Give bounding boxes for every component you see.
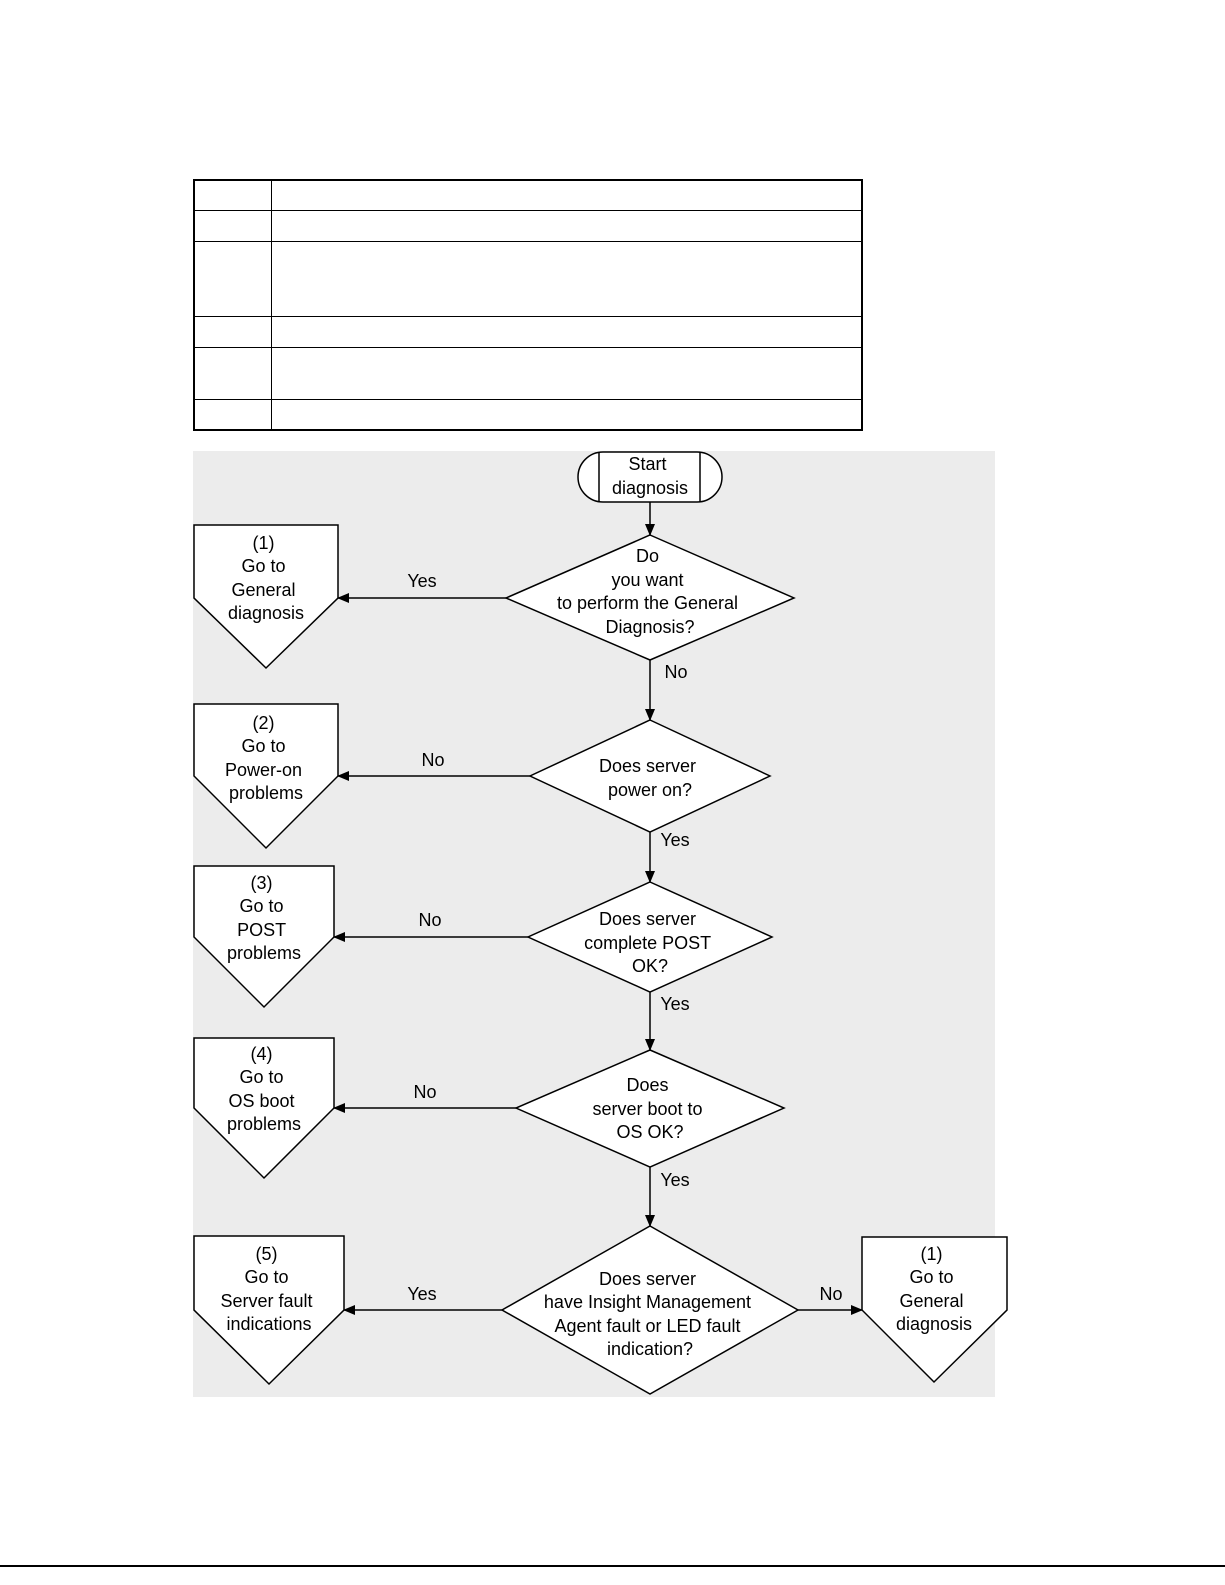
- decision-general-diagnosis: Do you want to perform the General Diagn…: [504, 534, 796, 661]
- table-cell: [193, 209, 272, 242]
- start-terminator: Start diagnosis: [577, 451, 723, 503]
- connector-general-diagnosis: (1) Go to General diagnosis: [193, 524, 339, 670]
- connector-general-diagnosis-right: (1) Go to General diagnosis: [861, 1236, 1008, 1384]
- table-cell: [193, 315, 272, 348]
- svg-text:Does server have Insight: Does server have Insight Management Agen…: [544, 1269, 756, 1359]
- svg-text:Do you want to per: Do you want to perform the General Diagn…: [557, 546, 743, 637]
- start-label: Start diagnosis: [612, 454, 688, 498]
- connector-os-boot-problems: (4) Go to OS boot problems: [193, 1037, 335, 1180]
- edge-label-no: No: [819, 1284, 842, 1304]
- table-cell: [193, 398, 272, 431]
- svg-text:Does server boot to: Does server boot to OS OK?: [592, 1075, 707, 1142]
- svg-text:Does server complete POS: Does server complete POST OK?: [584, 909, 716, 976]
- table-row: [193, 398, 863, 431]
- svg-text:(1) Go to General: (1) Go to General diagnosis: [228, 533, 304, 623]
- table-cell: [271, 398, 863, 431]
- connector-post-problems: (3) Go to POST problems: [193, 865, 335, 1009]
- table-row: [193, 240, 863, 317]
- decision-fault-indication: Does server have Insight Management Agen…: [500, 1225, 800, 1395]
- connector-server-fault-indications: (5) Go to Server fault indications: [193, 1235, 345, 1386]
- edge-label-yes: Yes: [407, 1284, 436, 1304]
- table-cell: [193, 346, 272, 400]
- edge-label-yes: Yes: [407, 571, 436, 591]
- table-row: [193, 179, 863, 211]
- edge-label-yes: Yes: [660, 1170, 689, 1190]
- table-cell: [271, 209, 863, 242]
- svg-text:(1) Go to General: (1) Go to General diagnosis: [896, 1244, 972, 1334]
- svg-text:Does server power on?: Does server power on?: [599, 756, 701, 800]
- svg-text:(3) Go to POST: (3) Go to POST problems: [227, 873, 301, 963]
- table-cell: [271, 240, 863, 317]
- edge-label-no: No: [421, 750, 444, 770]
- table-cell: [193, 240, 272, 317]
- legend-table: [193, 179, 863, 431]
- decision-power-on: Does server power on?: [528, 719, 772, 833]
- edge-label-no: No: [413, 1082, 436, 1102]
- edge-label-yes: Yes: [660, 830, 689, 850]
- connector-power-on-problems: (2) Go to Power-on problems: [193, 703, 339, 850]
- svg-text:(2) Go to Power-on: (2) Go to Power-on problems: [225, 713, 307, 803]
- footer-rule: [0, 1565, 1225, 1567]
- decision-post: Does server complete POST OK?: [526, 881, 774, 993]
- table-row: [193, 209, 863, 242]
- edge-label-no: No: [418, 910, 441, 930]
- svg-text:(4) Go to OS boot: (4) Go to OS boot problems: [227, 1044, 301, 1134]
- edge-label-yes: Yes: [660, 994, 689, 1014]
- decision-os-boot: Does server boot to OS OK?: [514, 1049, 786, 1168]
- svg-text:(5) Go to Server f: (5) Go to Server fault indications: [220, 1244, 317, 1334]
- edge-label-no: No: [664, 662, 687, 682]
